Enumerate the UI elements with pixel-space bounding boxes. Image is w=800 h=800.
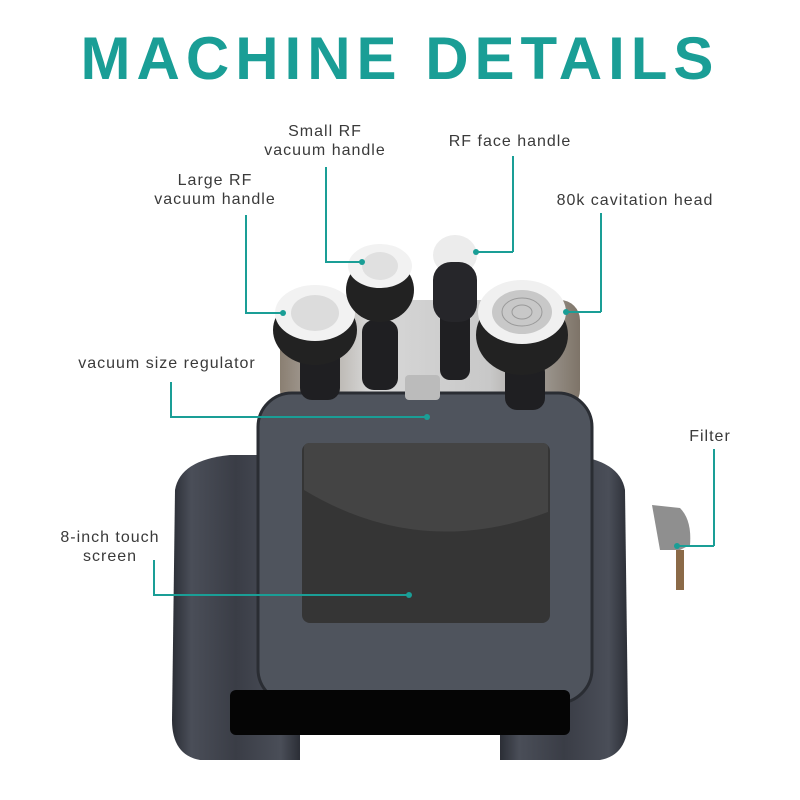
small-rf-handle xyxy=(346,244,414,390)
callout-line-filter-h xyxy=(676,545,714,547)
label-line: vacuum handle xyxy=(154,191,276,208)
label-large-rf: Large RF vacuum handle xyxy=(135,171,295,209)
cavitation-handle xyxy=(476,280,568,410)
label-line: Large RF xyxy=(177,172,253,189)
label-touch-screen: 8-inch touch screen xyxy=(45,528,175,566)
callout-dot-rf-face xyxy=(473,249,479,255)
large-rf-handle xyxy=(273,285,357,400)
label-small-rf: Small RF vacuum handle xyxy=(245,122,405,160)
callout-dot-filter xyxy=(674,543,680,549)
label-line: vacuum handle xyxy=(264,142,386,159)
callout-dot-touch-screen xyxy=(406,592,412,598)
callout-line-small-rf xyxy=(325,167,327,262)
callout-line-filter xyxy=(713,449,715,546)
callout-line-touch-screen xyxy=(153,560,155,595)
label-line: 8-inch touch xyxy=(60,529,160,546)
callout-line-rf-face-h xyxy=(476,251,513,253)
callout-line-small-rf-h xyxy=(325,261,362,263)
callout-dot-large-rf xyxy=(280,310,286,316)
callout-line-vacuum xyxy=(170,382,172,417)
label-vacuum-regulator: vacuum size regulator xyxy=(62,354,272,373)
rf-face-handle xyxy=(433,235,477,380)
callout-line-rf-face xyxy=(512,156,514,252)
callout-dot-cavitation xyxy=(563,309,569,315)
label-line: Small RF xyxy=(288,123,362,140)
callout-line-large-rf xyxy=(245,215,247,313)
page-title: MACHINE DETAILS xyxy=(80,25,720,92)
label-line: Filter xyxy=(689,428,731,445)
callout-line-vacuum-h xyxy=(170,416,427,418)
callout-line-cavitation-h xyxy=(566,311,601,313)
callout-line-touch-screen-h xyxy=(153,594,409,596)
label-line: vacuum size regulator xyxy=(78,355,256,372)
label-line: screen xyxy=(82,548,138,565)
callout-line-cavitation xyxy=(600,213,602,312)
label-filter: Filter xyxy=(675,427,745,446)
label-line: RF face handle xyxy=(448,133,572,150)
label-line: 80k cavitation head xyxy=(556,192,714,209)
label-rf-face: RF face handle xyxy=(430,132,590,151)
callout-dot-small-rf xyxy=(359,259,365,265)
callout-dot-vacuum xyxy=(424,414,430,420)
label-cavitation: 80k cavitation head xyxy=(540,191,730,210)
callout-line-large-rf-h xyxy=(245,312,283,314)
